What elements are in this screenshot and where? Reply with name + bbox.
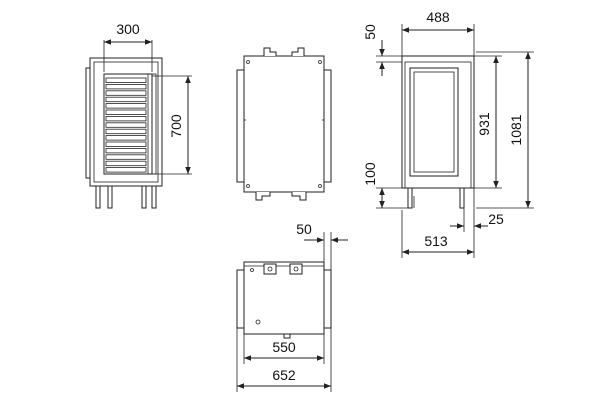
front-louver-slats (105, 77, 147, 173)
side-view: 488 50 931 1081 100 25 513 (362, 9, 534, 258)
back-bottom-connector-right (291, 192, 307, 201)
plan-outlet-left (263, 263, 277, 275)
dim-side-base-width: 513 (424, 233, 448, 249)
back-flange-right (323, 69, 332, 183)
louver-slat (105, 109, 147, 115)
plan-outlet-right (289, 263, 303, 275)
louver-slat (105, 122, 147, 128)
louver-slat (105, 141, 147, 147)
plan-flange-right (323, 269, 332, 329)
louver-slat (105, 96, 147, 103)
dim-side-total-height: 1081 (508, 114, 524, 145)
front-cabinet-inner-frame (93, 61, 159, 183)
back-flange-left (236, 69, 245, 183)
dim-side-inner-height: 931 (476, 112, 492, 136)
dim-plan-offset: 50 (296, 221, 312, 237)
louver-slat (105, 90, 147, 96)
front-foot-right (151, 185, 157, 209)
louver-slat (105, 135, 147, 141)
front-view: 300 700 (85, 21, 192, 209)
dim-front-width: 300 (116, 21, 140, 37)
louver-slat (105, 116, 147, 122)
louver-slat (105, 147, 147, 154)
louver-slat (105, 128, 147, 135)
back-top-connector-right (291, 47, 305, 56)
front-side-panel (85, 67, 91, 179)
plan-flange-left (236, 269, 245, 329)
back-top-connector-left (263, 47, 277, 56)
plan-view: 50 550 652 (236, 221, 348, 392)
front-foot-left-inner (107, 185, 113, 209)
dim-side-top-offset: 50 (362, 24, 378, 40)
louver-slat (105, 84, 147, 90)
dim-side-bottom-offset: 100 (362, 162, 378, 186)
louver-slat (105, 167, 147, 173)
back-cabinet-body (243, 55, 325, 193)
back-view (236, 47, 332, 201)
dim-front-height: 700 (168, 114, 184, 138)
louver-slat (105, 103, 147, 109)
side-foot-left (407, 187, 413, 209)
plan-drain (283, 333, 291, 339)
plan-body (243, 261, 325, 335)
louver-slat (105, 77, 147, 83)
dim-side-foot-offset: 25 (488, 211, 504, 227)
dim-plan-total-width: 652 (272, 367, 296, 383)
side-window-frame (409, 67, 459, 177)
side-foot-right (459, 187, 465, 209)
back-bottom-connector-left (255, 192, 271, 201)
dim-plan-inner-width: 550 (272, 339, 296, 355)
front-foot-left (95, 185, 101, 209)
louver-slat (105, 160, 147, 167)
side-window-inner (413, 71, 455, 173)
front-foot-right-inner (141, 185, 147, 209)
dim-side-width: 488 (426, 9, 450, 25)
louver-slat (105, 154, 147, 160)
